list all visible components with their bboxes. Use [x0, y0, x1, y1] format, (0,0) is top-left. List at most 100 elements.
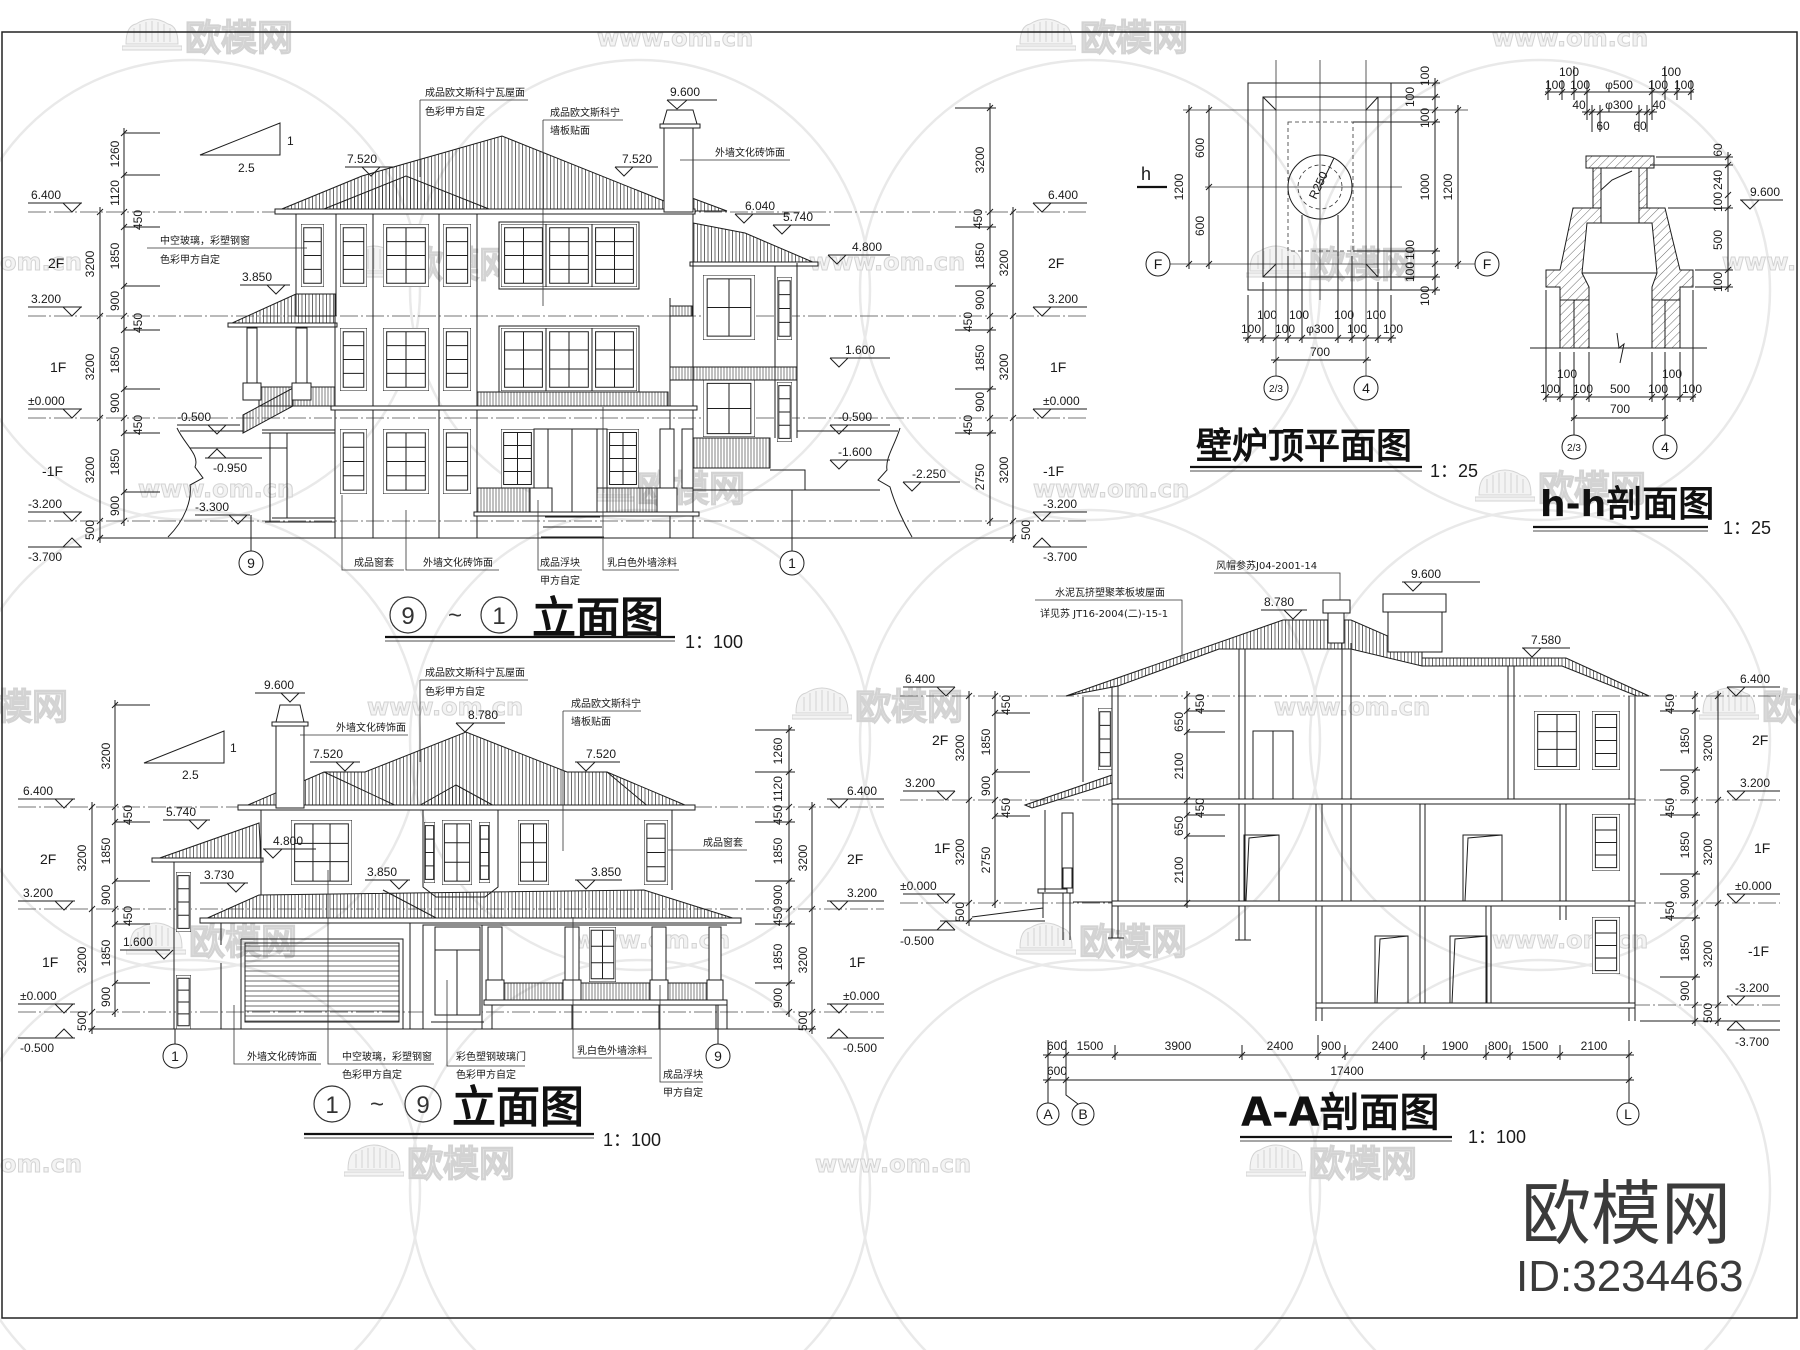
dimension-label: 100	[1403, 262, 1417, 282]
floor-label: 2F	[932, 732, 948, 748]
ground-lines	[940, 920, 1780, 1022]
dimension-label: 2400	[1267, 1039, 1294, 1053]
dimension-label: 450	[1193, 798, 1207, 818]
level-markers-left	[28, 202, 82, 548]
dimension-labels-right: 1260 1120 450 1850 900 450 1850 900 3200…	[771, 737, 810, 1031]
dimension-label: 100	[1289, 308, 1309, 322]
dimension-labels-left-outer: 3200 3200 3200 500	[83, 250, 97, 540]
dimension-label: 2100	[1172, 856, 1186, 883]
window	[176, 975, 191, 1029]
dimension-label: 100	[1711, 192, 1725, 212]
level-label: 9.600	[670, 85, 700, 99]
column-pedestal	[649, 979, 669, 1001]
watermark-url: www.om.cn	[1274, 693, 1430, 721]
door	[1462, 834, 1503, 902]
roof-slope-triangle	[199, 122, 281, 156]
watermark-url: www.om.cn	[809, 248, 965, 276]
terrain-break-left	[167, 427, 204, 538]
dimension-label: 3200	[83, 353, 97, 380]
level-label: ±0.000	[900, 879, 937, 893]
vent-grille	[669, 305, 693, 317]
dimension-label: 450	[999, 798, 1013, 818]
level-label: 3.850	[242, 270, 272, 284]
dimension-labels-left-inner: 1260 1120 450 1850 900 450 1850 900 450 …	[108, 140, 145, 516]
title-tilde: ~	[370, 1091, 384, 1118]
level-label: 3.200	[1048, 292, 1078, 306]
dimension-label: 3900	[1165, 1039, 1192, 1053]
dimension-label: 1850	[108, 448, 122, 475]
section-a-a: 3200 3200 500 450 1850 900 450 2750 450 …	[900, 559, 1780, 1147]
eave-band	[689, 261, 819, 267]
level-label: 6.400	[1048, 188, 1078, 202]
main-roof	[240, 731, 693, 809]
level-label: 7.580	[1531, 633, 1561, 647]
chimney-cap	[275, 704, 305, 723]
dimension-label: 100	[1573, 382, 1593, 396]
axis-bubble	[1145, 251, 1171, 277]
vent-pipe	[1327, 612, 1345, 644]
level-label: 8.780	[1264, 595, 1294, 609]
level-label: 5.740	[783, 210, 813, 224]
level-label: -0.500	[838, 410, 872, 424]
dimension-label: 900	[771, 885, 785, 905]
column	[533, 428, 549, 489]
window	[383, 224, 429, 287]
note-roof-color: 色彩甲方自定	[425, 685, 485, 698]
level-label: 9.600	[264, 678, 294, 692]
note-leaders	[1035, 572, 1341, 659]
floor-label: 1F	[849, 954, 865, 970]
level-label: -3.200	[28, 497, 62, 511]
level-label: 6.400	[847, 784, 877, 798]
dimension-label: 450	[131, 415, 145, 435]
model-id-stamp: 欧模网 ID:3234463	[1516, 1173, 1744, 1301]
dimension-label: 650	[1172, 712, 1186, 732]
axis-bubble	[705, 1043, 731, 1069]
dimension-label: 100	[1418, 108, 1432, 128]
building-elevation	[167, 109, 913, 538]
note-leaders	[233, 679, 747, 1083]
porch-railing	[503, 982, 564, 1001]
note-chimney-finish: 外墙文化砖饰面	[336, 721, 406, 734]
axis-bubble	[1561, 434, 1587, 460]
window	[442, 820, 472, 885]
axis-bubble	[1263, 375, 1289, 401]
title-scale: 1：25	[1723, 518, 1771, 538]
note-stone: 外墙文化砖饰面	[423, 556, 493, 569]
watermark-url: www.	[1722, 248, 1796, 276]
dimension-label: 500	[796, 1011, 810, 1031]
title-scale: 1：100	[1468, 1127, 1526, 1147]
garage-frame	[240, 938, 404, 1029]
dimension-chain-right	[1353, 78, 1462, 295]
level-label: ±0.000	[20, 989, 57, 1003]
window	[291, 820, 352, 885]
level-label: -3.200	[1043, 497, 1077, 511]
title-name: 立面图	[532, 593, 664, 644]
level-label: 9.600	[1411, 567, 1441, 581]
dimension-label: 450	[121, 805, 135, 825]
roof-slope-triangle	[143, 730, 225, 764]
floor-slab-1f	[1111, 900, 1636, 907]
dimension-label: 2750	[979, 846, 993, 873]
dimension-chain-bottom	[1043, 1035, 1634, 1105]
dimension-chain-left-inner	[991, 691, 1030, 908]
grid-lines	[1170, 60, 1475, 376]
dimension-label: 450	[131, 210, 145, 230]
dimension-label: 1850	[771, 837, 785, 864]
dimension-label: 800	[1488, 1039, 1508, 1053]
level-label: -1.600	[838, 445, 872, 459]
window	[443, 328, 471, 391]
eave-band	[274, 208, 696, 215]
column-base	[1037, 888, 1068, 894]
dimension-label: 1850	[99, 837, 113, 864]
column	[681, 428, 694, 489]
floor-label: 1F	[42, 954, 58, 970]
title-axis-start: 1	[325, 1092, 338, 1119]
level-label: 8.780	[468, 708, 498, 722]
level-label: -3.300	[195, 500, 229, 514]
dimension-chain-left-outer	[88, 802, 96, 1034]
dimension-label: 500	[1711, 230, 1725, 250]
level-label: 3.200	[847, 886, 877, 900]
dimension-label: 500	[1019, 520, 1033, 540]
title-axis-circle	[313, 1085, 351, 1123]
dimension-label: 100	[1545, 78, 1565, 92]
